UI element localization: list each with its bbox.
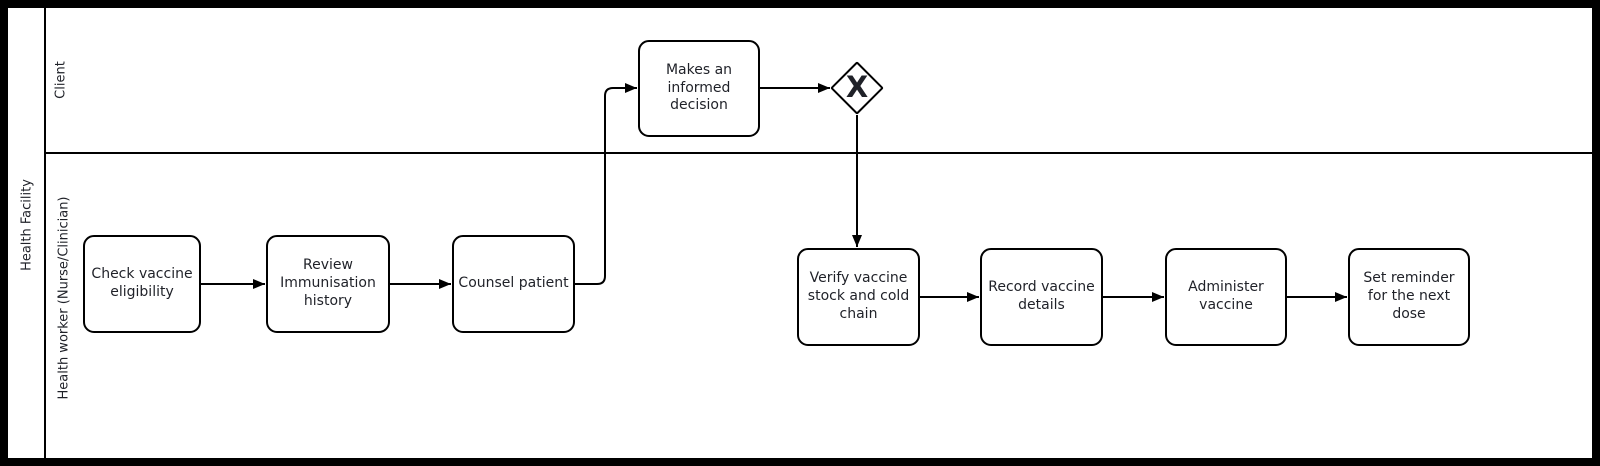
- task-label: Administer vaccine: [1188, 279, 1264, 313]
- lane-divider: [44, 152, 1592, 154]
- task-label: Makes an informed decision: [665, 61, 733, 114]
- task-label: Review Immunisation history: [280, 257, 376, 309]
- task-label: Counsel patient: [458, 275, 569, 292]
- gateway-x-label: X: [845, 69, 869, 104]
- task-review-immunisation-history: Review Immunisation history: [266, 235, 390, 333]
- task-label: Verify vaccine stock and cold chain: [807, 270, 910, 322]
- flow-counsel-to-decision: [575, 83, 637, 285]
- task-label: Record vaccine details: [988, 279, 1095, 313]
- task-record-vaccine-details: Record vaccine details: [980, 248, 1103, 346]
- gateway-x-icon: X: [838, 69, 876, 107]
- task-counsel-patient: Counsel patient: [452, 235, 575, 333]
- task-verify-vaccine-stock: Verify vaccine stock and cold chain: [797, 248, 920, 346]
- task-administer-vaccine: Administer vaccine: [1165, 248, 1287, 346]
- task-makes-informed-decision: Makes an informed decision: [638, 40, 760, 137]
- task-set-reminder-next-dose: Set reminder for the next dose: [1348, 248, 1470, 346]
- pool-label-divider: [44, 8, 46, 458]
- task-check-vaccine-eligibility: Check vaccine eligibility: [83, 235, 201, 333]
- flow-connectors: [201, 83, 1347, 302]
- task-label: Set reminder for the next dose: [1363, 270, 1455, 322]
- task-label: Check vaccine eligibility: [91, 266, 193, 300]
